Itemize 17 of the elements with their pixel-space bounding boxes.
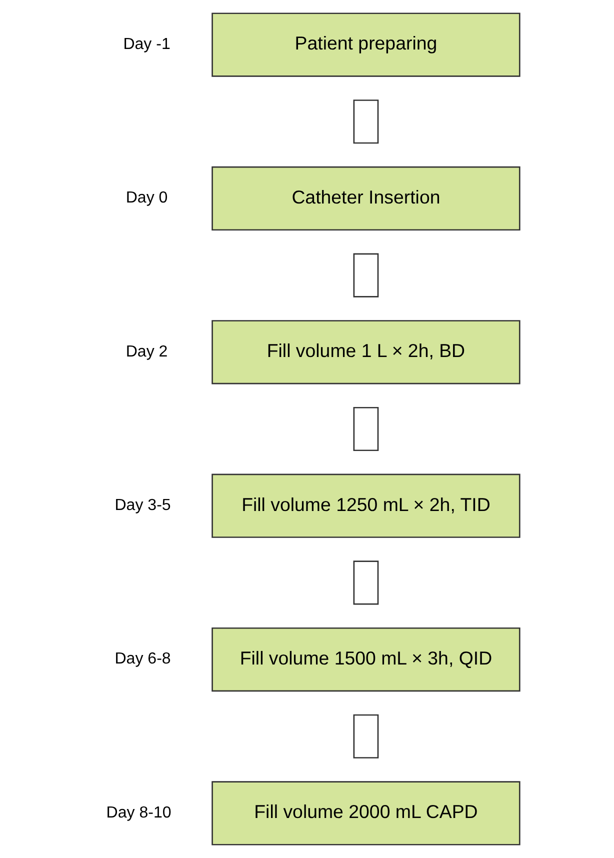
node-box: Fill volume 1250 mL × 2h, TID <box>211 474 520 538</box>
node-label: Day 6-8 <box>114 650 170 668</box>
node-box: Catheter Insertion <box>211 166 520 231</box>
node-label: Day 0 <box>125 188 168 207</box>
node-label: Day -1 <box>122 34 170 53</box>
node-box <box>352 100 378 144</box>
node-label: Day 2 <box>125 342 168 360</box>
node-box <box>352 560 378 605</box>
node-box: Fill volume 1500 mL × 3h, QID <box>211 627 520 692</box>
node-label: Day 8-10 <box>106 803 171 822</box>
node-box <box>352 406 378 452</box>
node-box: Fill volume 1 L × 2h, BD <box>211 320 520 384</box>
node-label: Day 3-5 <box>114 496 170 514</box>
node-box: Fill volume 2000 mL CAPD <box>211 781 520 846</box>
node-box <box>352 253 378 298</box>
node-box: Patient preparing <box>211 12 520 77</box>
node-box <box>352 714 378 758</box>
